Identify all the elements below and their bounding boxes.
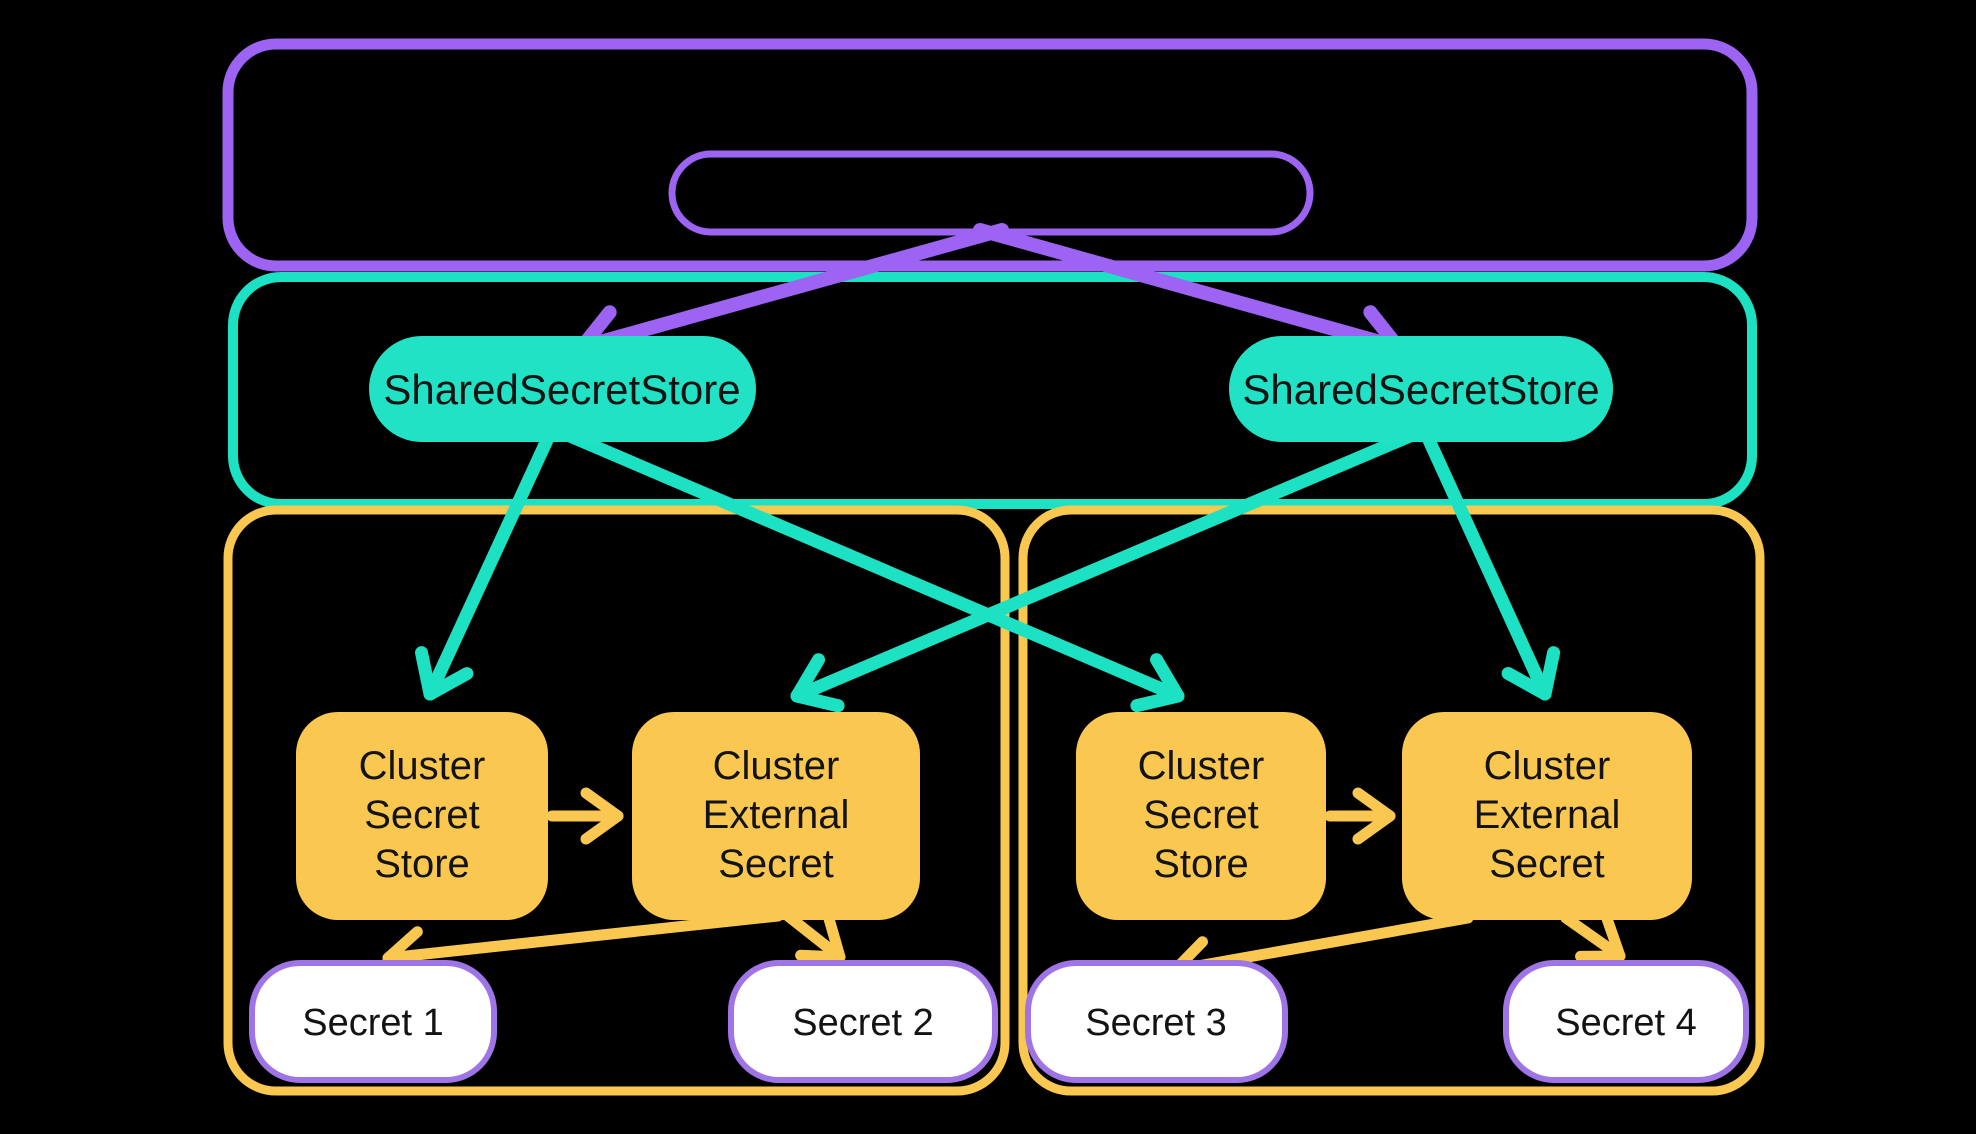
secret-3-label: Secret 3 [1085, 1002, 1227, 1044]
cluster-external-secret-right-label-line2: External [1474, 793, 1621, 837]
shared-secret-store-left-node [369, 336, 756, 442]
management-cluster-container [222, 38, 1758, 272]
secret-4-label: Secret 4 [1555, 1002, 1697, 1044]
cluster-secret-store-left-label-line1: Cluster [359, 744, 486, 788]
edge-shared-left-to-css-right [563, 429, 1185, 713]
cluster-external-secret-right-label-line3: Secret [1489, 842, 1605, 886]
cluster-secret-store-right-label-line1: Cluster [1138, 744, 1265, 788]
edge-ces-right-to-secret-4 [1560, 912, 1626, 962]
cluster-external-secret-left-label-line3: Secret [718, 842, 834, 886]
edge-pill-to-shared-right [973, 223, 1405, 370]
cluster-external-secret-left-label-line1: Cluster [713, 744, 840, 788]
secret-2-label: Secret 2 [792, 1002, 934, 1044]
workload-cluster-1-container [223, 505, 1010, 1096]
secret-4-node [1503, 960, 1749, 1083]
edge-ces-left-to-secret-2 [782, 910, 846, 963]
secret-3-node [1025, 960, 1288, 1083]
cluster-external-secret-left-node [632, 712, 920, 920]
edge-pill-to-shared-left [575, 223, 1009, 370]
shared-secret-store-right-node [1229, 336, 1613, 442]
shared-secret-store-left-label: SharedSecretStore [383, 366, 740, 413]
workload-cluster-2-container [1018, 505, 1765, 1096]
edge-shared-left-to-css-left [415, 431, 555, 701]
secret-2-node [728, 960, 998, 1083]
edge-shared-right-to-ces-right [1421, 431, 1561, 701]
cluster-secret-store-right-label-line3: Store [1153, 842, 1249, 886]
edge-ces-left-to-secret-1 [382, 910, 784, 983]
cluster-secret-store-right-node [1076, 712, 1326, 920]
secret-1-node [249, 960, 497, 1083]
cluster-secret-store-right-label-line2: Secret [1143, 793, 1259, 837]
cluster-external-secret-right-node [1402, 712, 1692, 920]
cluster-external-secret-right-label-line1: Cluster [1484, 744, 1611, 788]
cluster-secret-store-left-label-line2: Secret [364, 793, 480, 837]
secret-1-label: Secret 1 [302, 1002, 444, 1044]
cluster-secret-store-left-label-line3: Store [374, 842, 470, 886]
edge-shared-right-to-ces-left [790, 429, 1417, 713]
shared-store-layer-container [228, 272, 1757, 509]
control-pill [668, 150, 1314, 236]
shared-secret-store-right-label: SharedSecretStore [1242, 366, 1599, 413]
cluster-secret-store-left-node [296, 712, 548, 920]
cluster-external-secret-left-label-line2: External [703, 793, 850, 837]
